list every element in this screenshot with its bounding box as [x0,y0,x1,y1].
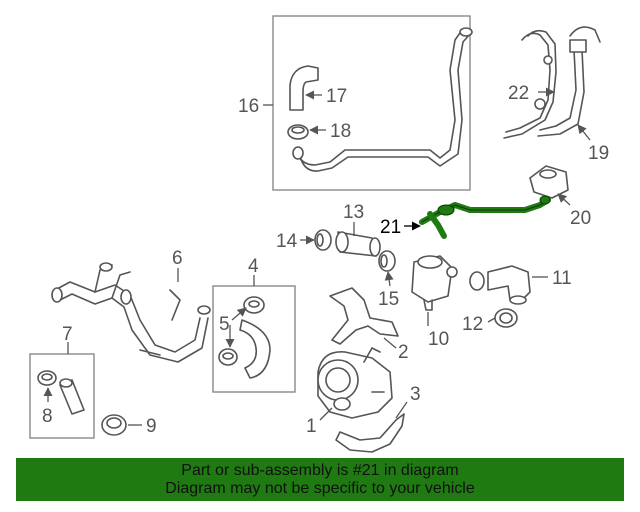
callout-12: 12 [462,314,483,335]
part-17-hose[interactable] [289,65,319,111]
part-8-hose-clamp[interactable] [37,370,85,415]
callout-5: 5 [219,314,230,335]
part-6-pipe-assembly[interactable] [51,262,211,363]
part-15-clamp[interactable] [378,250,396,272]
group-box-7 [29,353,95,439]
callout-20: 20 [570,208,591,229]
callout-14: 14 [276,231,298,252]
callout-15: 15 [378,289,399,310]
footer-banner: Part or sub-assembly is #21 in diagram D… [16,458,624,501]
callout-21: 21 [380,217,401,238]
callout-22: 22 [508,83,529,104]
callout-11: 11 [552,268,572,289]
callout-3: 3 [410,384,421,405]
part-20-valve[interactable] [529,165,569,199]
footer-line-2: Diagram may not be specific to your vehi… [165,479,475,497]
part-22-hose-assembly[interactable] [503,29,557,139]
callout-10: 10 [428,329,449,350]
part-18-clamp[interactable] [287,124,309,140]
part-9-clamp[interactable] [101,414,127,436]
part-2-bracket[interactable] [329,287,399,345]
callout-16: 16 [238,96,259,117]
callout-9: 9 [146,416,157,437]
part-12-clamp[interactable] [469,271,518,328]
callout-19: 19 [588,143,609,164]
part-10-valve[interactable] [411,255,458,311]
callout-2: 2 [398,342,409,363]
callout-6: 6 [172,248,183,269]
part-5-hose-with-clamps[interactable] [218,296,271,379]
part-13-hose[interactable] [335,231,381,257]
footer-line-1: Part or sub-assembly is #21 in diagram [181,461,459,479]
callout-8: 8 [42,406,53,427]
part-3-bracket[interactable] [335,413,405,453]
callout-1: 1 [306,416,317,437]
part-16-coolant-pipe[interactable] [292,27,473,172]
callout-4: 4 [248,256,259,277]
callout-7: 7 [62,324,73,345]
part-14-clamp[interactable] [314,229,332,251]
part-1-pump[interactable] [317,347,393,419]
part-21-highlighted-hose[interactable] [419,195,551,239]
callout-18: 18 [330,121,351,142]
group-box-16 [272,15,471,191]
callout-17: 17 [326,86,347,107]
part-19-hose[interactable] [537,26,601,137]
leader-lines [43,87,591,426]
callout-13: 13 [343,202,364,223]
part-11-elbow-hose[interactable] [487,265,531,305]
